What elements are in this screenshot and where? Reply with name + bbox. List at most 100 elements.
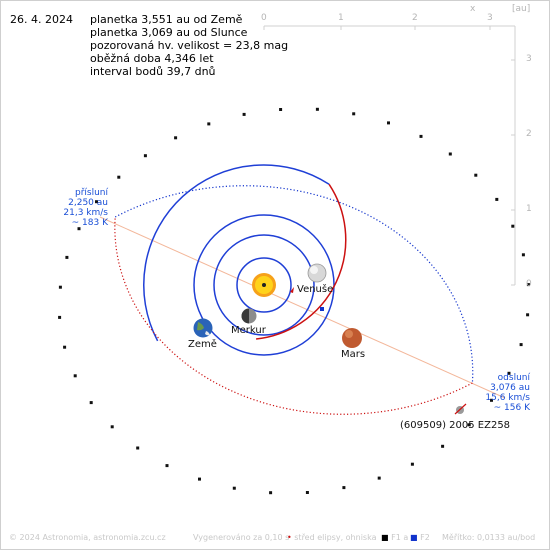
asteroid-position-dot [95,200,98,204]
mercury-orbit [236,257,292,313]
venus-orbit [213,234,315,336]
y-tick-3: 3 [526,54,532,64]
legend-f1-text: F1 [391,533,401,542]
asteroid-position-dot [467,423,471,427]
footer-scale: Měřítko: 0,0133 au/bod [442,533,535,542]
asteroid-position-dot [507,371,511,375]
y-tick-2: 2 [526,129,532,139]
info-sun-distance: planetka 3,069 au od Slunce [90,26,248,39]
asteroid-position-dot [242,112,246,116]
asteroid-info: planetka 3,551 au od Země planetka 3,069… [90,13,288,78]
footer-generated: Vygenerováno za 0,10 s [193,533,290,542]
scale-label: Měřítko [442,533,472,542]
asteroid-position-dot [342,486,346,490]
scale-value: : 0,0133 au/bod [471,533,536,542]
legend-center-text: střed elipsy, ohniska [294,533,377,542]
mars [342,328,362,348]
asteroid-position-dot [77,227,81,231]
asteroid-position-dot [474,173,478,177]
perihelion-title: přísluní [74,188,108,198]
asteroid-position-dot [490,398,493,402]
asteroid-position-dot [526,283,530,287]
info-earth-distance: planetka 3,551 au od Země [90,13,243,26]
asteroid-position-dot [495,197,499,201]
asteroid-position-dot [136,446,140,450]
asteroid-position-dot [117,175,121,179]
date-label: 26. 4. 2024 [10,13,73,26]
orbit-marker [290,287,294,293]
info-magnitude: pozorovaná hv. velikost = 23,8 mag [90,39,289,52]
asteroid-position-dot [441,444,445,448]
venus-label: Venuše [297,284,334,295]
perihelion-temperature: ~ 183 K [71,218,108,228]
asteroid-position-dot [58,285,62,289]
footer-copyright: © 2024 Astronomia, astronomia.zcu.cz [9,533,166,542]
sun [252,273,276,297]
asteroid-position-dot [305,491,309,494]
asteroid-position-dot [511,224,515,228]
axes [263,25,516,286]
aphelion-distance: 3,076 au [490,383,530,393]
aphelion-temperature: ~ 156 K [493,403,530,413]
asteroid-orbit [114,185,474,415]
x-axis-name: x [470,4,476,14]
x-tick-1: 1 [338,13,344,23]
asteroid-position-dot [207,122,211,126]
asteroid-position-dot [110,425,114,429]
asteroid-label: (609509) 2005 EZ258 [400,420,511,431]
asteroid-position-dot [352,112,356,116]
footer-legend-f2: ■ F2 [410,533,430,542]
x-tick-2: 2 [412,13,418,23]
earth-label: Země [188,339,217,350]
asteroid-position-dot [387,121,390,125]
asteroid-position-dots [58,107,530,495]
asteroid-position-dot [526,313,530,317]
footer-legend-f1: ■ F1 a [381,533,409,542]
asteroid-position-dot [73,374,77,378]
asteroid-position-dot [198,477,201,481]
asteroid-position-dot [410,462,414,466]
x-tick-3: 3 [487,13,493,23]
y-tick-0: 0 [526,279,532,289]
info-period: oběžná doba 4,346 let [90,52,214,65]
footer-legend-center: • střed elipsy, ohniska [287,533,377,542]
asteroid-position-dot [279,108,283,111]
legend-a-text: a [403,533,409,542]
aphelion-title: odsluní [497,373,530,383]
perihelion-speed: 21,3 km/s [63,208,108,218]
mercury-label: Merkur [231,325,266,336]
perihelion-note: přísluní 2,250 au 21,3 km/s ~ 183 K [50,188,108,228]
mars-orbit [143,164,347,342]
x-tick-0: 0 [261,13,267,23]
asteroid-position-dot [315,107,319,111]
focus-marker [320,307,324,311]
asteroid-position-dot [174,136,178,140]
earth [193,318,213,338]
venus [307,263,327,283]
aphelion-note: odsluní 3,076 au 15,6 km/s ~ 156 K [478,373,530,413]
asteroid-position-dot [519,343,523,347]
apsis-line [99,216,506,399]
asteroid-position-dot [165,464,169,468]
asteroid-position-dot [232,486,236,490]
mercury [241,308,257,324]
y-tick-1: 1 [526,204,532,214]
asteroid-position-dot [143,154,147,158]
mars-label: Mars [341,349,366,360]
asteroid-position-dot [419,134,423,138]
asteroid-position-dot [65,255,69,259]
info-interval: interval bodů 39,7 dnů [90,65,216,78]
asteroid-position-dot [58,315,62,319]
asteroid-position-dot [89,401,93,405]
legend-f2-text: F2 [420,533,430,542]
asteroid-position-dot [521,253,525,257]
y-axis-name: [au] [512,4,531,14]
perihelion-distance: 2,250 au [68,198,108,208]
asteroid-position-dot [63,345,67,349]
aphelion-speed: 15,6 km/s [485,393,530,403]
asteroid-body [454,403,467,415]
asteroid-position-dot [269,491,273,495]
asteroid-position-dot [377,476,381,480]
